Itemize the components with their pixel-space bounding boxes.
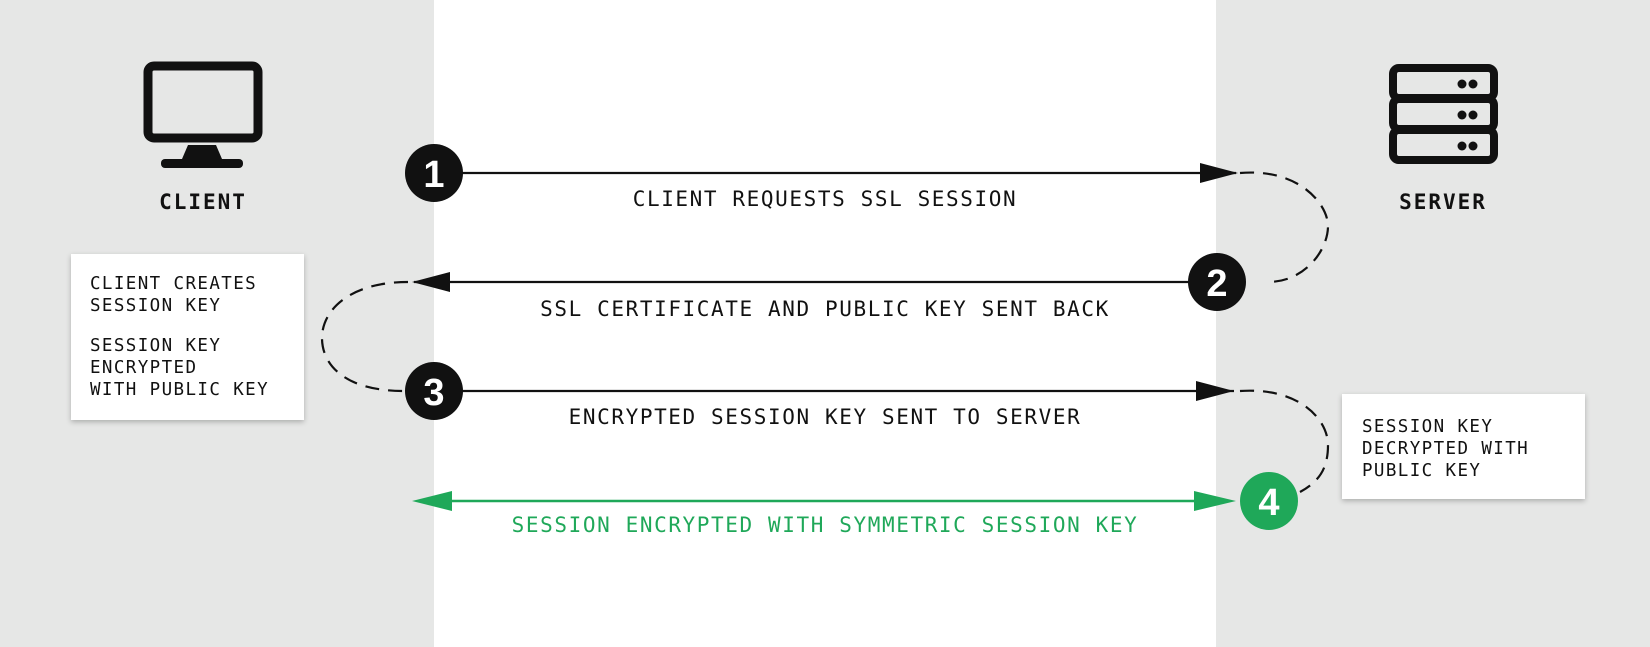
server-rack-icon xyxy=(1389,64,1498,164)
client-note-create: CLIENT CREATES SESSION KEY xyxy=(90,274,258,316)
step-number-4: 4 xyxy=(1258,482,1279,524)
step-number-1: 1 xyxy=(423,154,444,196)
step-badge-3: 3 xyxy=(405,362,463,420)
server-zone xyxy=(1216,0,1650,647)
connector-2-to-3 xyxy=(320,280,409,393)
server-note-text: SESSION KEY DECRYPTED WITH PUBLIC KEY xyxy=(1362,417,1530,481)
arrowhead-step-4-right xyxy=(1194,491,1236,511)
step-4-message: SESSION ENCRYPTED WITH SYMMETRIC SESSION… xyxy=(511,513,1139,537)
arrowhead-step-4-left xyxy=(412,491,452,511)
step-badge-2: 2 xyxy=(1188,253,1246,311)
step-3-message: ENCRYPTED SESSION KEY SENT TO SERVER xyxy=(568,405,1082,429)
client-note-encrypt: SESSION KEY ENCRYPTED WITH PUBLIC KEY xyxy=(90,336,270,400)
connector-3-to-4 xyxy=(1239,389,1330,493)
arrowhead-step-1 xyxy=(1200,163,1238,183)
arrowhead-step-2 xyxy=(412,272,450,292)
monitor-icon xyxy=(143,61,263,168)
step-badge-1: 1 xyxy=(405,144,463,202)
step-number-3: 3 xyxy=(423,372,444,414)
step-badge-4: 4 xyxy=(1240,472,1298,530)
step-2-message: SSL CERTIFICATE AND PUBLIC KEY SENT BACK xyxy=(540,297,1110,321)
client-note: CLIENT CREATES SESSION KEY SESSION KEY E… xyxy=(71,254,304,420)
arrowhead-step-3 xyxy=(1196,381,1234,401)
connector-1-to-2 xyxy=(1239,171,1330,284)
server-note: SESSION KEY DECRYPTED WITH PUBLIC KEY xyxy=(1342,394,1585,499)
client-label: CLIENT xyxy=(159,190,247,214)
step-number-2: 2 xyxy=(1206,263,1227,305)
step-1-message: CLIENT REQUESTS SSL SESSION xyxy=(632,187,1018,211)
server-label: SERVER xyxy=(1399,190,1487,214)
